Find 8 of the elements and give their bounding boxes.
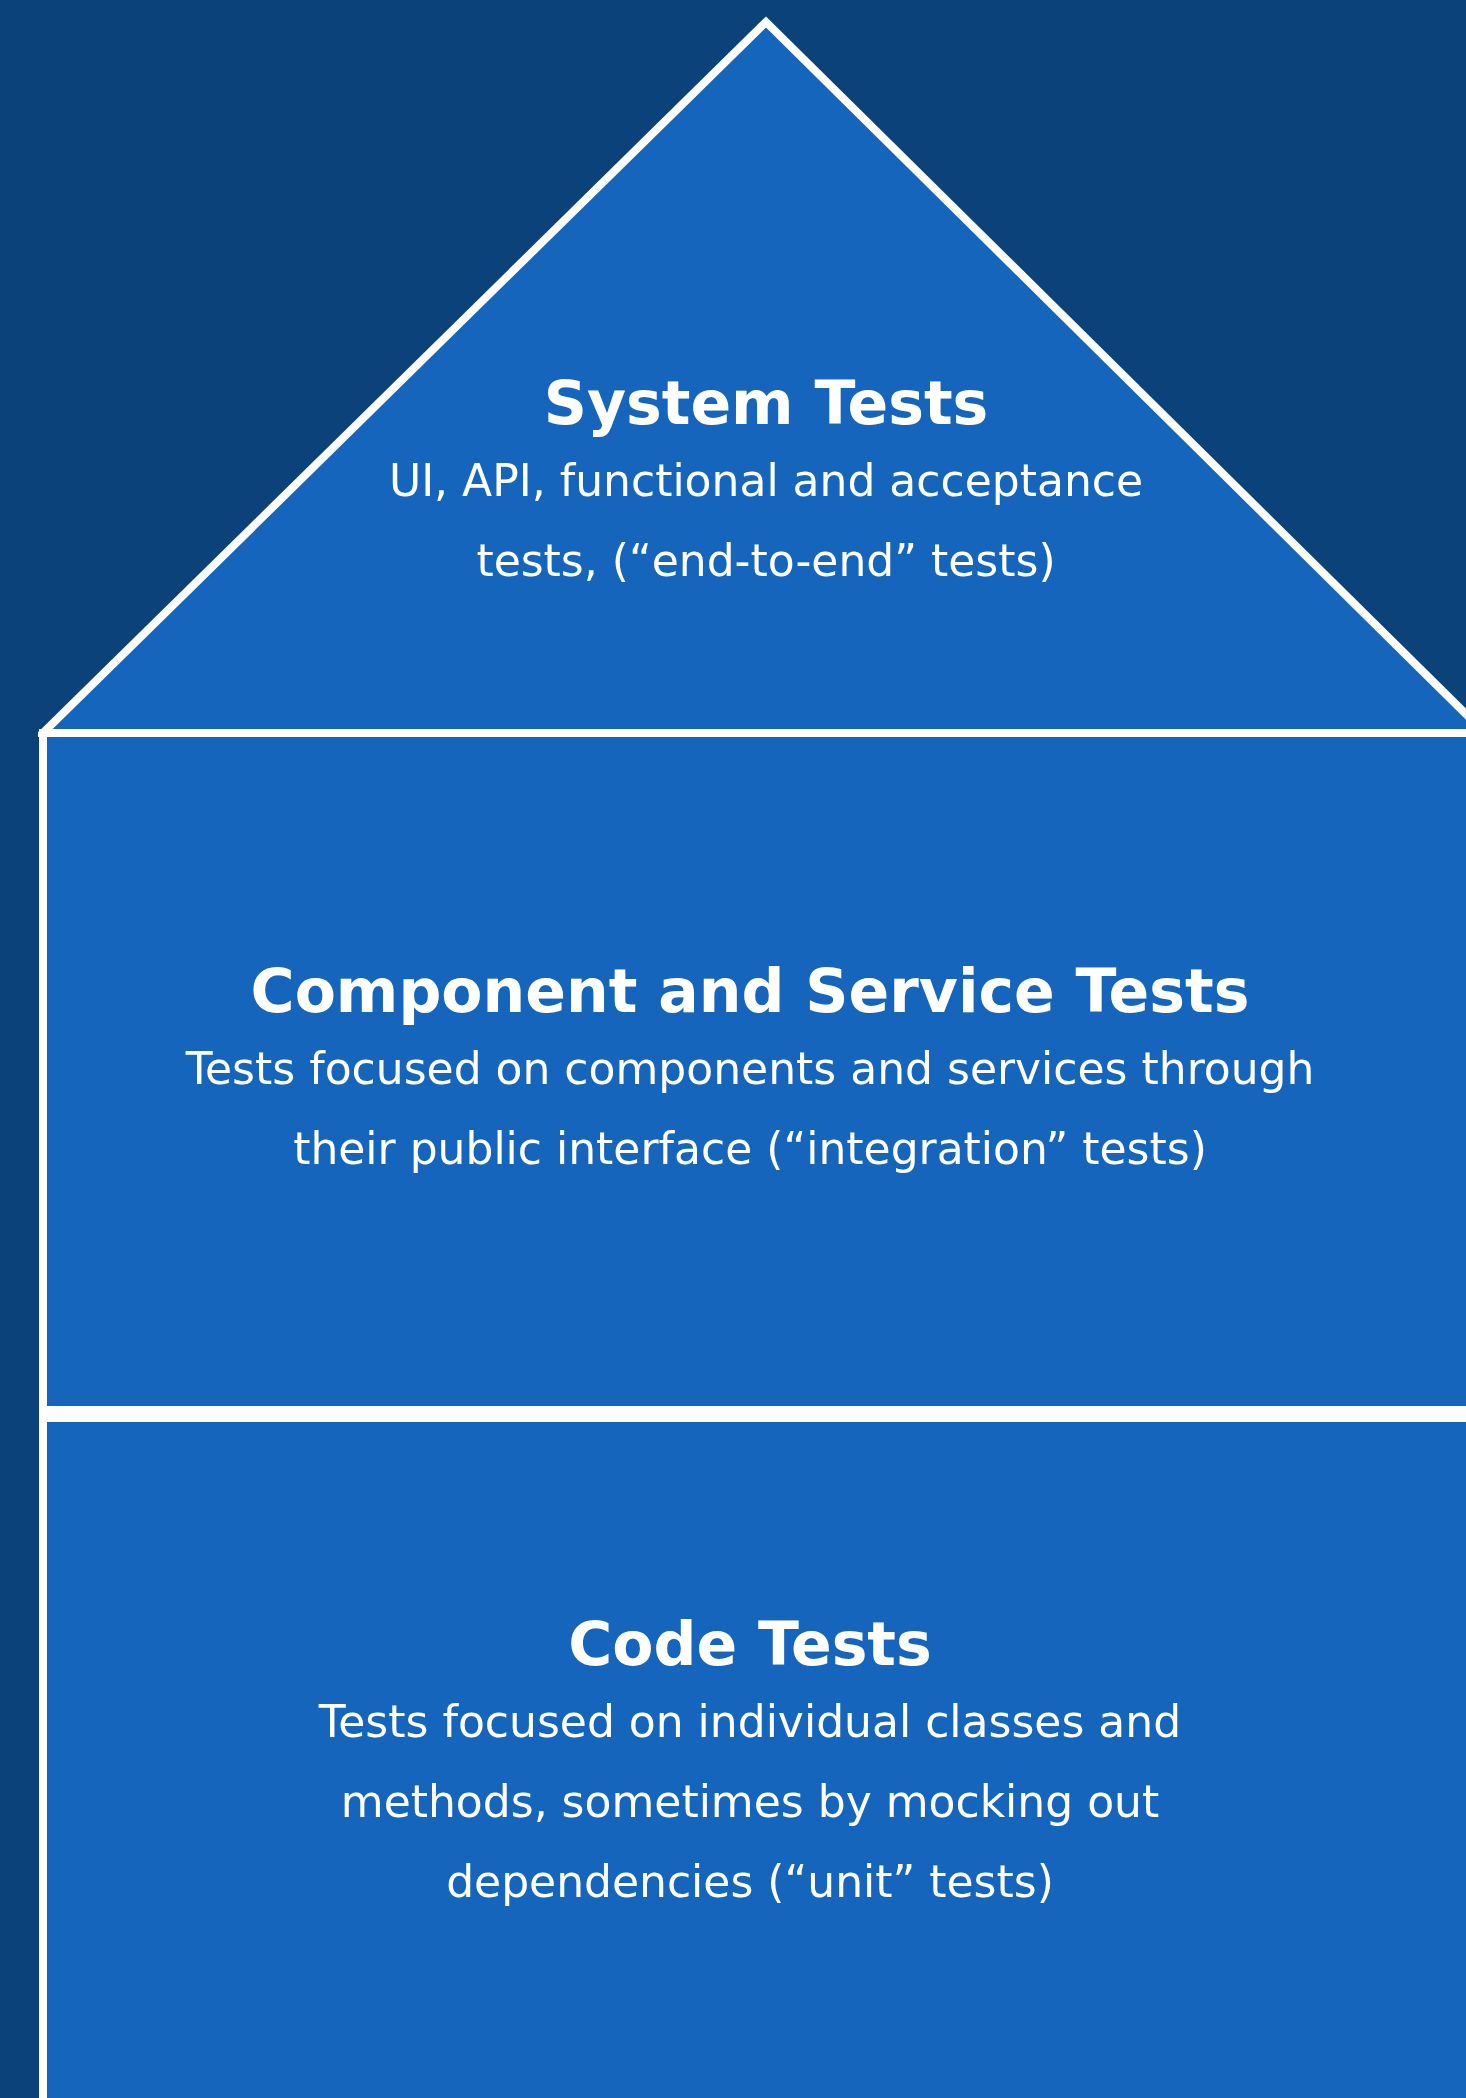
tier-description: Tests focused on components and services through their public interface (“integration” tests): [184, 1042, 1316, 1176]
tier-description: UI, API, functional and acceptance tests, (“end-to-end” tests): [387, 454, 1145, 588]
tier-band: [39, 729, 1466, 1414]
tier-band: [39, 1414, 1466, 2098]
tier-description: Tests focused on individual classes and methods, sometimes by mocking out dependencies (“unit” tests): [317, 1694, 1183, 1909]
tier-heading: System Tests: [543, 367, 989, 440]
tier-heading: Code Tests: [568, 1607, 932, 1681]
tier-heading: Component and Service Tests: [250, 955, 1250, 1028]
